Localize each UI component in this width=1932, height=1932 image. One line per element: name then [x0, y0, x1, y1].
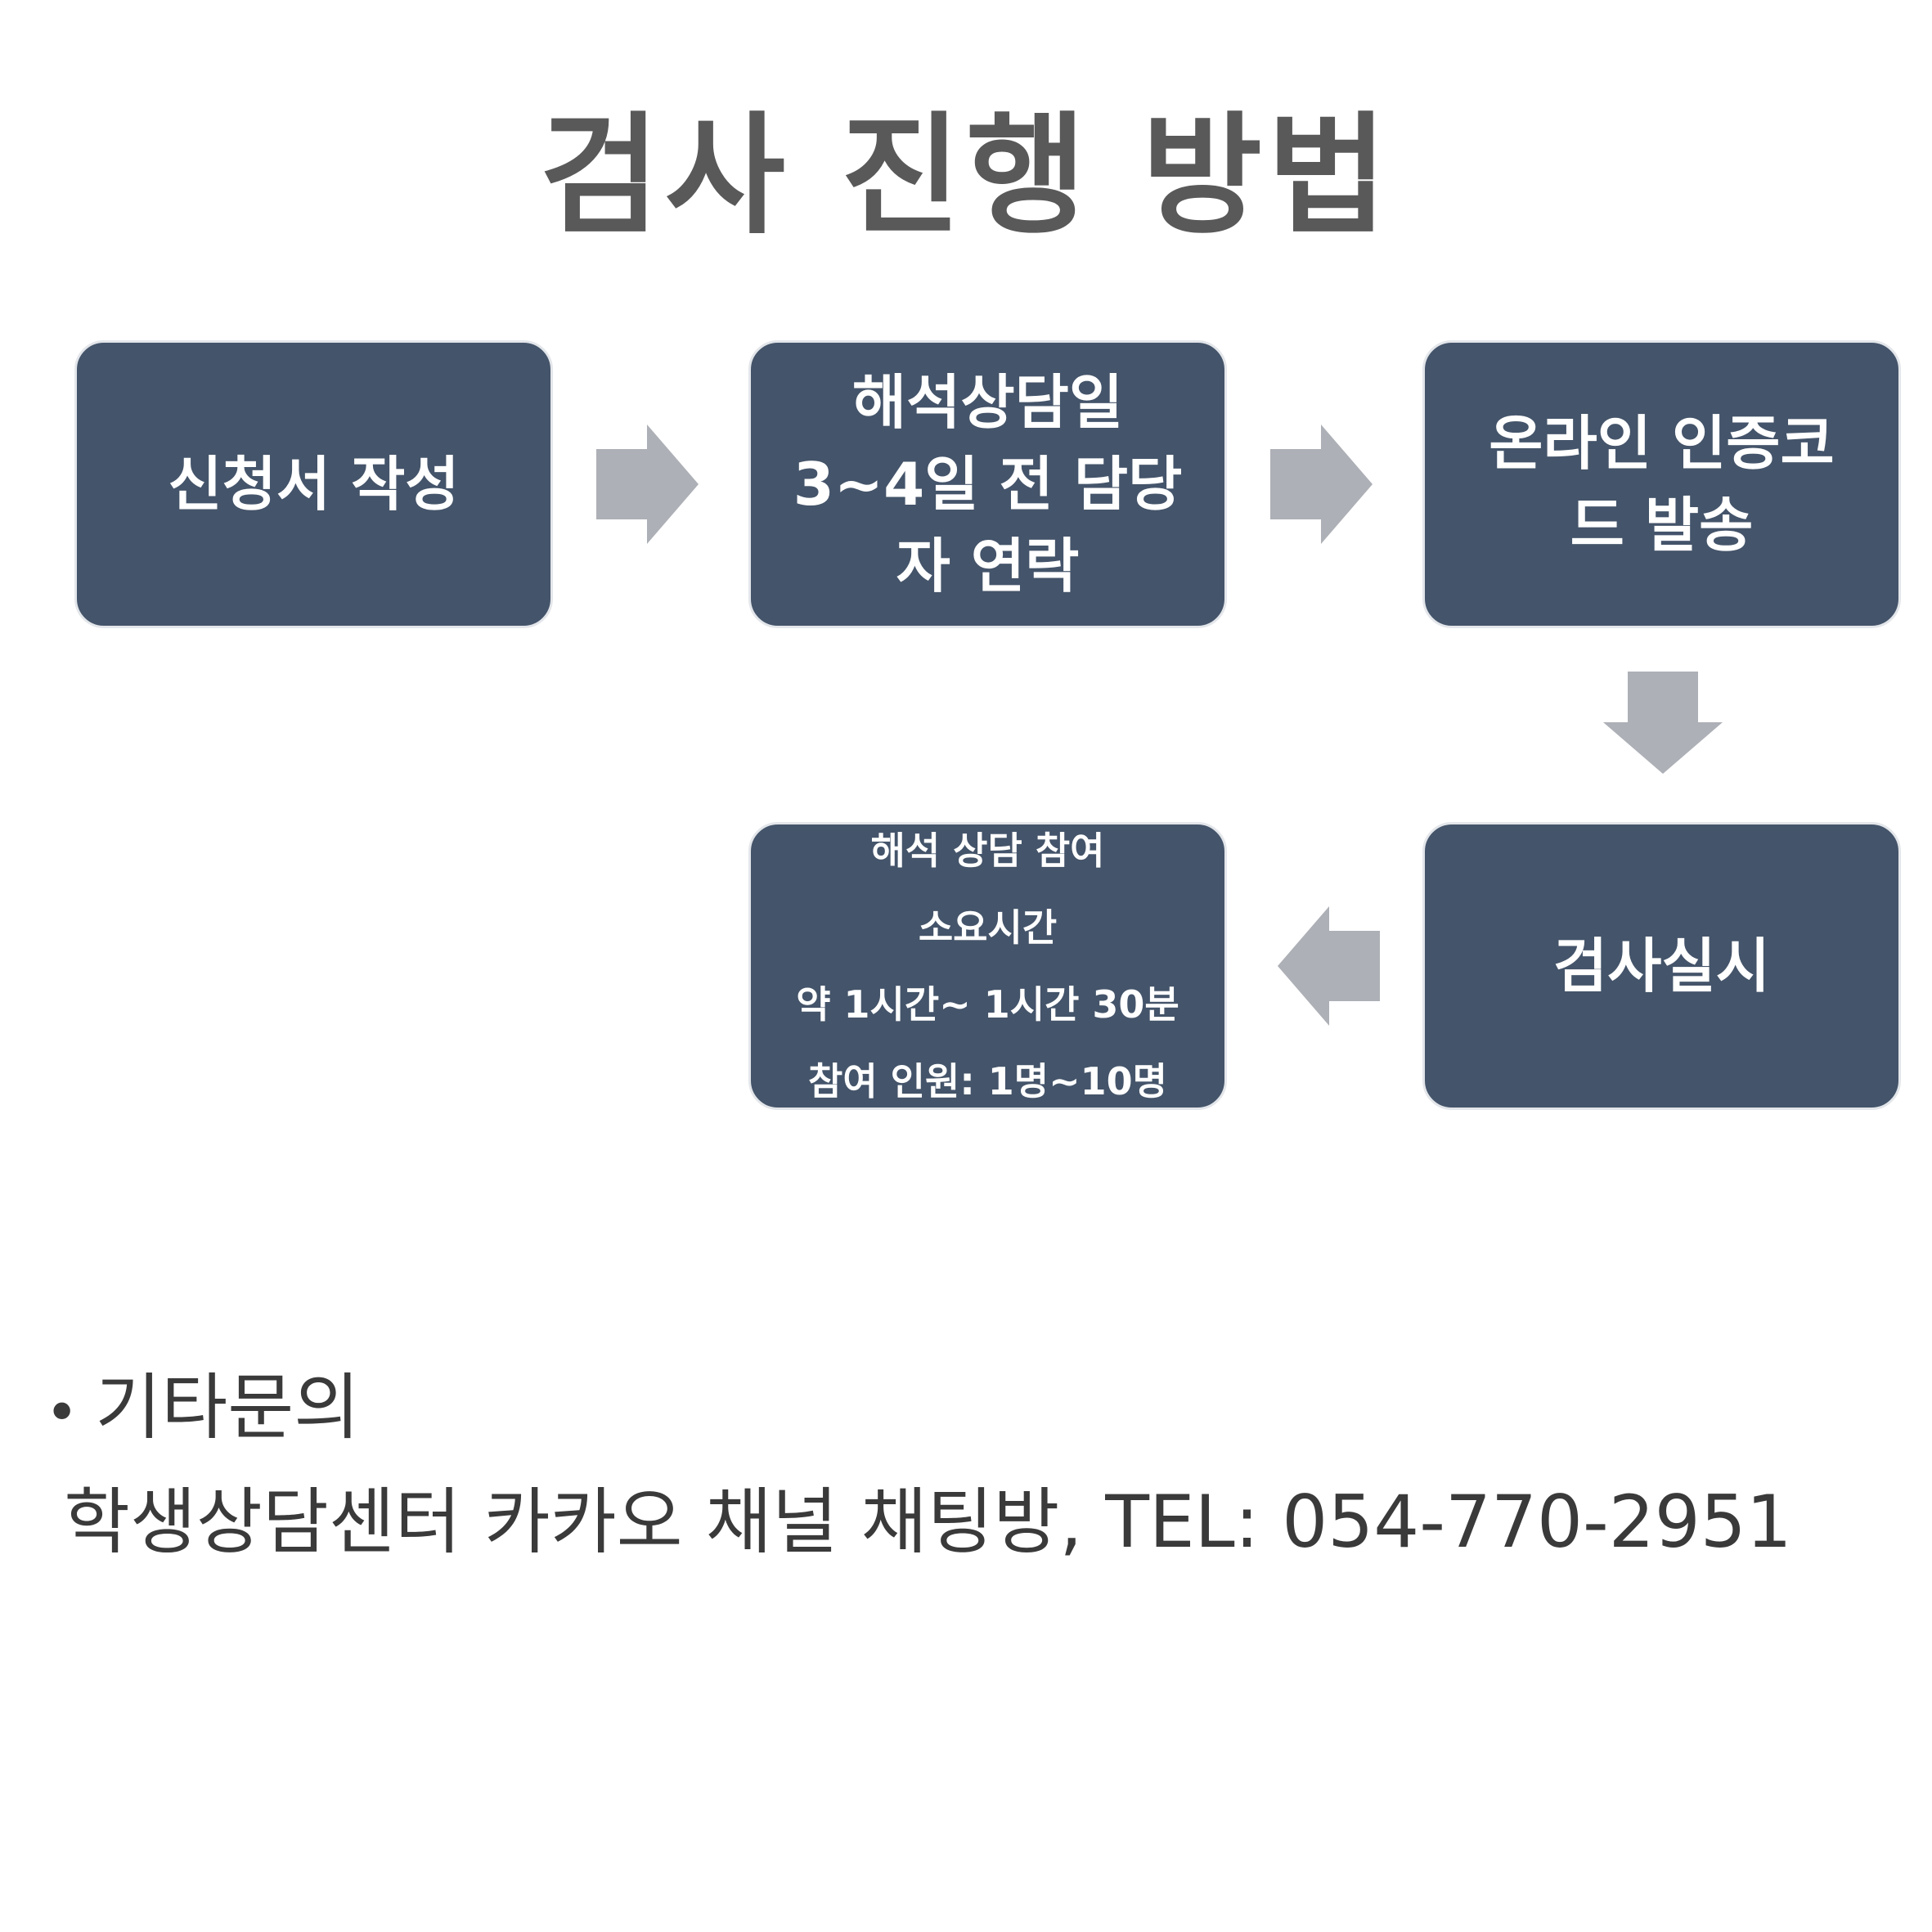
step-text: 약 1시간~ 1시간 30분: [796, 982, 1179, 1027]
step-text: 신청서 작성: [168, 450, 460, 519]
step-text: 해석상담일: [851, 368, 1124, 437]
contact-heading: •기타문의: [45, 1350, 360, 1453]
arrow-right-icon: [596, 425, 699, 544]
step-text: 3~4일 전 담당: [793, 450, 1183, 519]
step-text: 검사실시: [1553, 932, 1770, 1000]
arrow-left-icon: [1278, 906, 1380, 1026]
step-text: 자 연락: [896, 532, 1080, 600]
contact-heading-text: 기타문의: [95, 1365, 361, 1449]
step-contact: 해석상담일 3~4일 전 담당 자 연락: [748, 340, 1227, 628]
step-text: 소요시간: [918, 905, 1058, 950]
bullet-icon: •: [45, 1379, 79, 1447]
arrow-right-icon: [1270, 425, 1373, 544]
step-text: 드 발송: [1570, 491, 1754, 559]
step-text: 참여 인원: 1명~10명: [808, 1059, 1167, 1103]
step-test: 검사실시: [1422, 822, 1901, 1110]
step-interpretation: 해석 상담 참여 소요시간 약 1시간~ 1시간 30분 참여 인원: 1명~1…: [748, 822, 1227, 1110]
contact-detail: 학생상담센터 카카오 채널 채팅방, TEL: 054-770-2951: [64, 1480, 1792, 1564]
arrow-down-icon: [1603, 672, 1723, 774]
step-apply: 신청서 작성: [74, 340, 553, 628]
step-text: 온라인 인증코: [1489, 409, 1835, 478]
page-title: 검사 진행 방법: [539, 99, 1393, 252]
step-text: 해석 상담 참여: [870, 829, 1105, 873]
step-auth-code: 온라인 인증코 드 발송: [1422, 340, 1901, 628]
